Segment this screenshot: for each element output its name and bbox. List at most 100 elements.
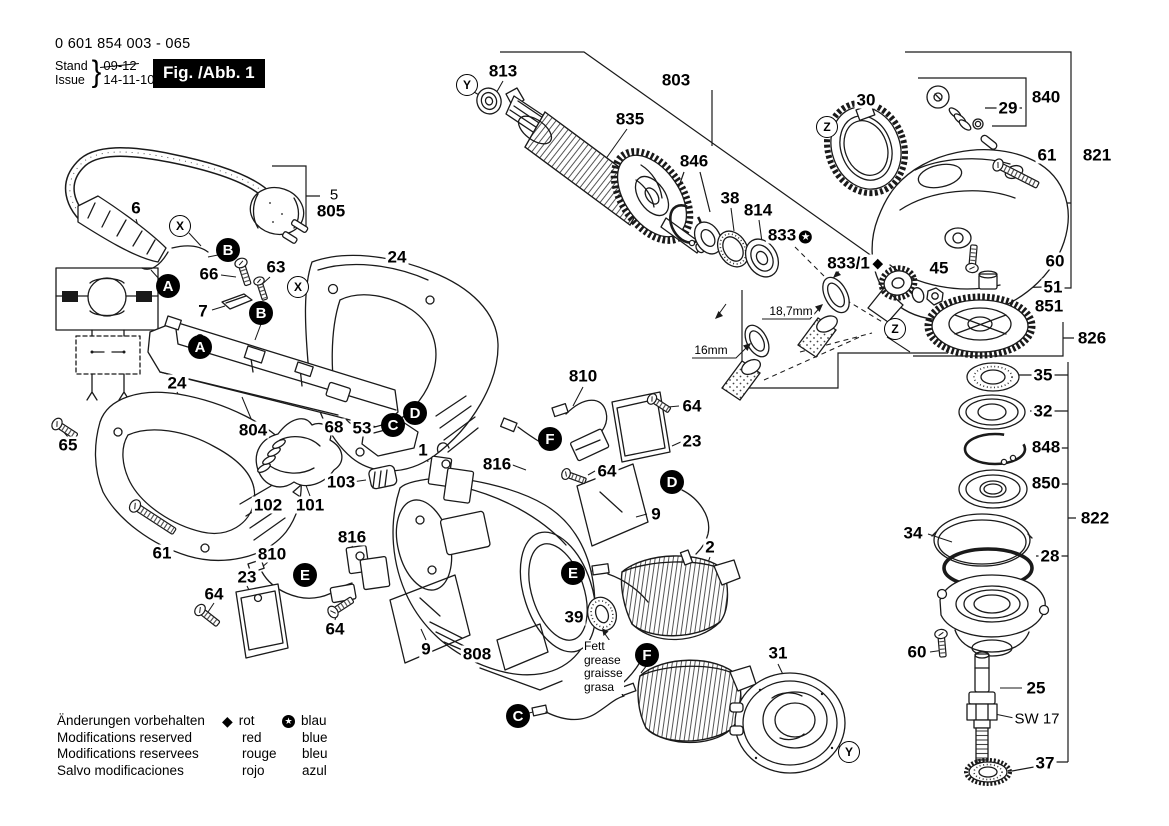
part-label-29-11: 29 [996, 98, 1020, 118]
part-label-103-45: 103 [324, 472, 358, 492]
label-808-plate [497, 624, 548, 670]
callout-Z-4: Z [884, 318, 906, 340]
part-label-821-14: 821 [1080, 145, 1114, 165]
stand-label: Stand [55, 58, 88, 73]
callout-F-15: F [538, 427, 562, 451]
part-label-51-16: 51 [1041, 277, 1065, 297]
brace-glyph: } [91, 55, 102, 89]
part-label-25-28: 25 [1024, 678, 1048, 698]
old-date: 09-12 [103, 57, 137, 73]
part-label-851-17: 851 [1032, 296, 1066, 316]
red-word-es: rojo [242, 762, 265, 778]
part-label-64-59: 64 [595, 461, 619, 481]
part-label-35-20: 35 [1031, 365, 1055, 385]
brush-holder-816-center [428, 443, 474, 503]
part-label-60-27: 60 [905, 642, 929, 662]
note-fr: Modifications reservees [57, 746, 199, 761]
armature-835 [473, 85, 705, 254]
seal-32 [959, 395, 1025, 429]
part-label-816-50: 816 [335, 527, 369, 547]
stator-lower-2 [638, 660, 756, 742]
bearing-850 [959, 470, 1027, 508]
part-label-9-52: 9 [419, 639, 433, 659]
part-label-8331-7: 833/1◆ [825, 253, 885, 273]
part-label-61-46: 61 [150, 543, 174, 563]
part-label-810-47: 810 [255, 544, 289, 564]
part-label-102-43: 102 [251, 495, 285, 515]
part-label-805-32: 805 [314, 201, 348, 221]
callout-E-14: E [561, 561, 585, 585]
callout-X-2: X [287, 276, 309, 298]
blue-word-es: azul [302, 762, 327, 778]
legend: Änderungen vorbehalten Modifications res… [57, 713, 328, 779]
spring-102 [256, 438, 286, 474]
drawing-header: 0 601 854 003 - 065 Stand Issue } 09-12 … [55, 36, 191, 89]
bearing-flange [938, 575, 1049, 656]
ring-38 [711, 226, 754, 273]
screw-cap-spring-pin-840 [927, 86, 998, 151]
part-label-848-22: 848 [1029, 437, 1063, 457]
callout-C-17: C [506, 704, 530, 728]
callout-D-11: D [403, 401, 427, 425]
part-label-803-2: 803 [659, 70, 693, 90]
callout-X-1: X [169, 215, 191, 237]
callout-F-16: F [635, 643, 659, 667]
ring-35 [967, 363, 1019, 391]
part-label-822-24: 822 [1078, 508, 1112, 528]
knob-103 [368, 465, 398, 490]
circlip-848 [965, 434, 1025, 465]
cover-plate-23-center [612, 392, 670, 462]
trigger-lever-101 [256, 419, 342, 487]
note-en: Modifications reserved [57, 729, 193, 745]
part-label-840-12: 840 [1029, 87, 1063, 107]
ring-34 [932, 514, 1032, 566]
blue-word-de: blau [301, 713, 327, 728]
note-es: Salvo modificaciones [57, 762, 184, 778]
part-label-826-19: 826 [1075, 328, 1109, 348]
part-label-810-55: 810 [566, 366, 600, 386]
part-label-101-44: 101 [293, 495, 327, 515]
part-label-SW17-29: SW 17 [1012, 710, 1062, 728]
part-label-804-40: 804 [236, 420, 270, 440]
wire-d-right [680, 490, 708, 565]
star-icon: ★ [282, 714, 295, 728]
part-label-23-57: 23 [680, 431, 704, 451]
callout-Z-3: Z [816, 116, 838, 138]
part-label-6-33: 6 [129, 198, 143, 218]
part-label-814-5: 814 [741, 200, 775, 220]
part-label-30-10: 30 [854, 90, 878, 110]
part-number: 0 601 854 003 - 065 [55, 36, 191, 52]
part-label-816-58: 816 [480, 454, 514, 474]
part-label-68-41: 68 [322, 417, 346, 437]
nameplate-9-left [390, 575, 470, 663]
legend-red-column: ◆ rot red rouge rojo [222, 713, 277, 779]
part-label-7-37: 7 [196, 301, 210, 321]
part-label-28-26: 28 [1038, 546, 1062, 566]
brush-holder-816-left [346, 545, 390, 589]
bearing-814 [739, 233, 785, 283]
part-label-31-63: 31 [766, 643, 790, 663]
part-label-45-18: 45 [927, 258, 951, 278]
part-label-65-39: 65 [56, 435, 80, 455]
callout-E-13: E [293, 563, 317, 587]
callout-Y-5: Y [838, 741, 860, 763]
wire-e-right [592, 564, 648, 602]
part-label-64-51: 64 [323, 619, 347, 639]
bearing-cover-31 [730, 673, 845, 773]
wire-c-bottom [532, 683, 636, 719]
callout-D-12: D [660, 470, 684, 494]
mount-ring-18mm [817, 273, 854, 317]
part-label-1-54: 1 [416, 440, 430, 460]
part-label-833-6: 833★ [765, 226, 815, 244]
issue-date: 14-11-10 [103, 71, 155, 87]
callout-Y-0: Y [456, 74, 478, 96]
connector-f [501, 418, 517, 432]
part-label-846-3: 846 [677, 151, 711, 171]
issue-label: Issue [55, 72, 85, 87]
mount-sleeve-18mm [798, 313, 840, 357]
spindle-25 [967, 652, 997, 764]
part-label-850-23: 850 [1029, 473, 1063, 493]
pinion-45 [878, 264, 943, 305]
